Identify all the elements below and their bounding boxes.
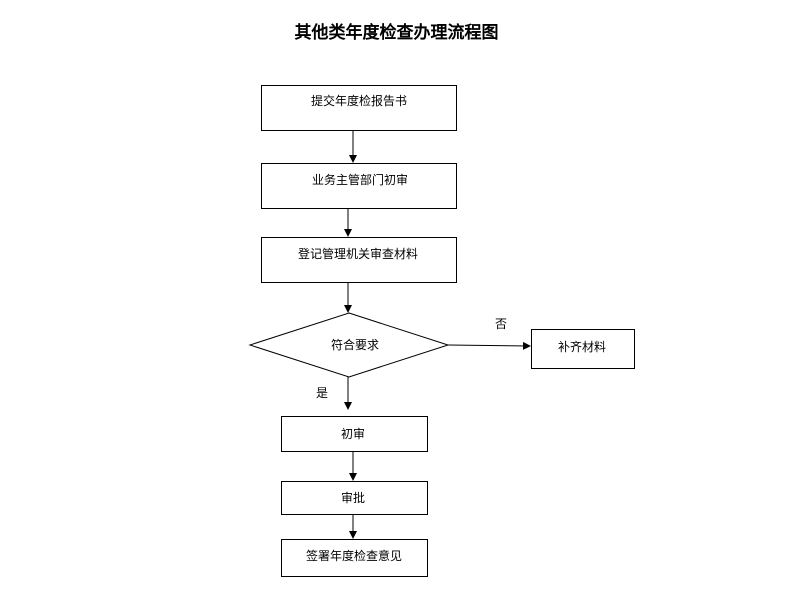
branch-no-label: 否: [495, 317, 508, 331]
step-supplement-materials: 补齐材料: [531, 329, 635, 369]
arrow-decision-to-supplement: [447, 341, 531, 350]
step-sign-opinion: 签署年度检查意见: [281, 539, 428, 577]
step-supplement-materials-label: 补齐材料: [558, 340, 607, 354]
branch-yes-label: 是: [316, 386, 329, 400]
step-approval: 审批: [281, 481, 428, 515]
decision-label: 符合要求: [331, 338, 380, 352]
page-title: 其他类年度检查办理流程图: [294, 23, 499, 43]
decision-diamond: [248, 312, 450, 378]
step-registry-review-label: 登记管理机关审查材料: [298, 247, 419, 261]
step-dept-preliminary-review: 业务主管部门初审: [261, 163, 457, 209]
step-approval-label: 审批: [341, 491, 366, 505]
step-initial-review: 初审: [281, 416, 428, 452]
step-dept-preliminary-review-label: 业务主管部门初审: [312, 173, 409, 187]
step-submit-report-label: 提交年度检报告书: [311, 94, 408, 108]
step-registry-review: 登记管理机关审查材料: [261, 237, 457, 283]
step-submit-report: 提交年度检报告书: [261, 85, 457, 131]
step-sign-opinion-label: 签署年度检查意见: [306, 549, 403, 563]
step-initial-review-label: 初审: [341, 427, 366, 441]
